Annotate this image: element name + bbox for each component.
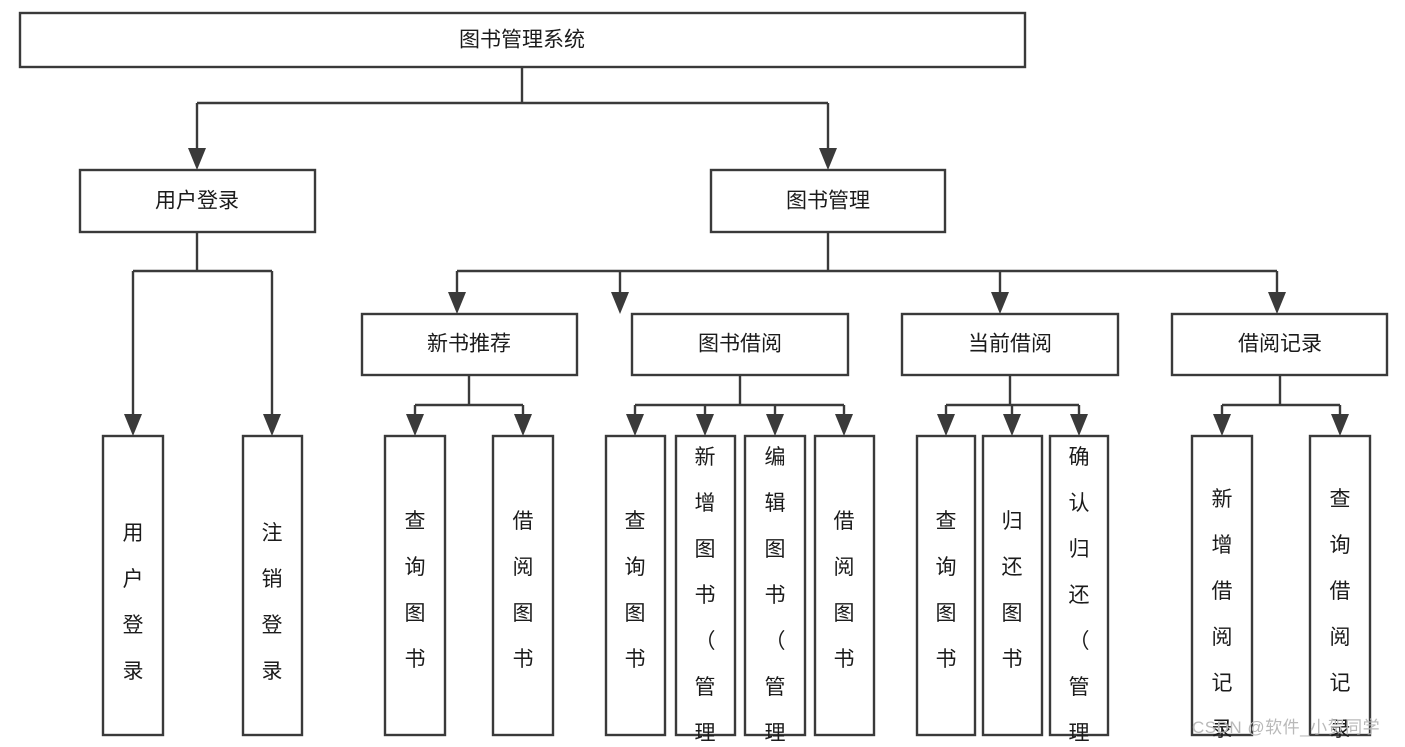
arrow-user-login-leaf-1 — [124, 414, 142, 436]
leaf-add-book-admin[interactable]: 新增图书（管理员） — [674, 434, 737, 747]
leaf-confirm-return-admin-box[interactable] — [1048, 434, 1110, 737]
arrow-br-leaf-1 — [1213, 414, 1231, 436]
leaf-add-borrow-record-label: 新增借阅记录 — [1212, 488, 1233, 741]
arrow-bb-leaf-4 — [835, 414, 853, 436]
arrow-cb-leaf-2 — [1003, 414, 1021, 436]
node-book-management-box[interactable] — [709, 168, 947, 234]
connector-group-borrow-record — [1213, 375, 1349, 436]
leaf-add-book-admin-label: 新增图书（管理员） — [695, 446, 716, 747]
csdn-watermark: CSDN @软件_小贺同学 — [1192, 718, 1380, 737]
leaf-add-borrow-record[interactable]: 新增借阅记录 — [1190, 434, 1254, 741]
connector-group-book-management — [448, 232, 1286, 314]
leaf-user-login[interactable]: 用户登录 — [101, 434, 165, 737]
leaf-edit-book-admin-label: 编辑图书（管理员） — [765, 446, 786, 747]
node-new-book-recommend[interactable]: 新书推荐 — [360, 312, 579, 377]
node-borrow-record-box[interactable] — [1170, 312, 1389, 377]
leaf-query-book-3-label: 查询图书 — [936, 510, 957, 671]
arrow-bm-book-borrow — [611, 292, 629, 314]
leaf-user-login-box[interactable] — [101, 434, 165, 737]
node-new-book-recommend-box[interactable] — [360, 312, 579, 377]
node-book-borrow-box[interactable] — [630, 312, 850, 377]
node-new-book-recommend-label: 新书推荐 — [427, 333, 511, 356]
node-book-management[interactable]: 图书管理 — [709, 168, 947, 234]
leaf-confirm-return-admin-label: 确认归还（管理员） — [1069, 446, 1090, 747]
node-borrow-record[interactable]: 借阅记录 — [1170, 312, 1389, 377]
leaf-borrow-book-1-box[interactable] — [491, 434, 555, 737]
leaf-add-borrow-record-box[interactable] — [1190, 434, 1254, 737]
root-node[interactable]: 图书管理系统 — [18, 11, 1027, 69]
leaf-logout-box[interactable] — [241, 434, 304, 737]
leaf-query-borrow-record[interactable]: 查询借阅记录 — [1308, 434, 1372, 741]
root-node-label: 图书管理系统 — [459, 29, 585, 52]
leaf-return-book[interactable]: 归还图书 — [981, 434, 1044, 737]
node-book-borrow-label: 图书借阅 — [698, 333, 782, 356]
leaf-query-book-1-box[interactable] — [383, 434, 447, 737]
leaf-borrow-book-2-box[interactable] — [813, 434, 876, 737]
arrow-bm-new-book — [448, 292, 466, 314]
arrow-bb-leaf-3 — [766, 414, 784, 436]
leaf-edit-book-admin-box[interactable] — [743, 434, 807, 737]
connector-group-new-book-recommend — [406, 375, 532, 436]
arrow-user-login-leaf-2 — [263, 414, 281, 436]
node-book-management-label: 图书管理 — [786, 190, 870, 213]
connector-group-user-login — [124, 232, 281, 436]
leaf-logout-label: 注销登录 — [262, 522, 283, 683]
node-current-borrow[interactable]: 当前借阅 — [900, 312, 1120, 377]
arrow-br-leaf-2 — [1331, 414, 1349, 436]
arrow-bb-leaf-1 — [626, 414, 644, 436]
leaf-borrow-book-1-label: 借阅图书 — [513, 510, 534, 671]
leaf-query-book-1-label: 查询图书 — [405, 510, 426, 671]
node-user-login-label: 用户登录 — [155, 190, 239, 213]
leaf-query-book-1[interactable]: 查询图书 — [383, 434, 447, 737]
leaf-query-book-2-label: 查询图书 — [625, 510, 646, 671]
leaf-return-book-box[interactable] — [981, 434, 1044, 737]
connector-group-root — [188, 67, 837, 170]
leaf-query-book-2[interactable]: 查询图书 — [604, 434, 667, 737]
leaf-logout[interactable]: 注销登录 — [241, 434, 304, 737]
arrow-nbr-leaf-1 — [406, 414, 424, 436]
leaf-query-borrow-record-box[interactable] — [1308, 434, 1372, 737]
arrow-cb-leaf-1 — [937, 414, 955, 436]
arrow-root-to-book-management — [819, 148, 837, 170]
leaf-return-book-label: 归还图书 — [1002, 510, 1023, 671]
node-current-borrow-label: 当前借阅 — [968, 333, 1052, 356]
arrow-root-to-user-login — [188, 148, 206, 170]
arrow-cb-leaf-3 — [1070, 414, 1088, 436]
leaf-confirm-return-admin[interactable]: 确认归还（管理员） — [1048, 434, 1110, 747]
leaf-borrow-book-1[interactable]: 借阅图书 — [491, 434, 555, 737]
node-book-borrow[interactable]: 图书借阅 — [630, 312, 850, 377]
leaf-query-book-3-box[interactable] — [915, 434, 977, 737]
connector-group-current-borrow — [937, 375, 1088, 436]
node-user-login[interactable]: 用户登录 — [78, 168, 317, 234]
leaf-borrow-book-2-label: 借阅图书 — [834, 510, 855, 671]
root-node-box[interactable] — [18, 11, 1027, 69]
leaf-query-book-2-box[interactable] — [604, 434, 667, 737]
leaf-query-book-3[interactable]: 查询图书 — [915, 434, 977, 737]
node-user-login-box[interactable] — [78, 168, 317, 234]
leaf-borrow-book-2[interactable]: 借阅图书 — [813, 434, 876, 737]
leaf-user-login-label: 用户登录 — [123, 522, 144, 683]
arrow-nbr-leaf-2 — [514, 414, 532, 436]
arrow-bm-current-borrow — [991, 292, 1009, 314]
connector-group-book-borrow — [626, 375, 853, 436]
arrow-bm-borrow-record — [1268, 292, 1286, 314]
leaf-edit-book-admin[interactable]: 编辑图书（管理员） — [743, 434, 807, 747]
arrow-bb-leaf-2 — [696, 414, 714, 436]
leaf-query-borrow-record-label: 查询借阅记录 — [1330, 488, 1351, 741]
node-borrow-record-label: 借阅记录 — [1238, 333, 1322, 356]
node-current-borrow-box[interactable] — [900, 312, 1120, 377]
leaf-add-book-admin-box[interactable] — [674, 434, 737, 737]
